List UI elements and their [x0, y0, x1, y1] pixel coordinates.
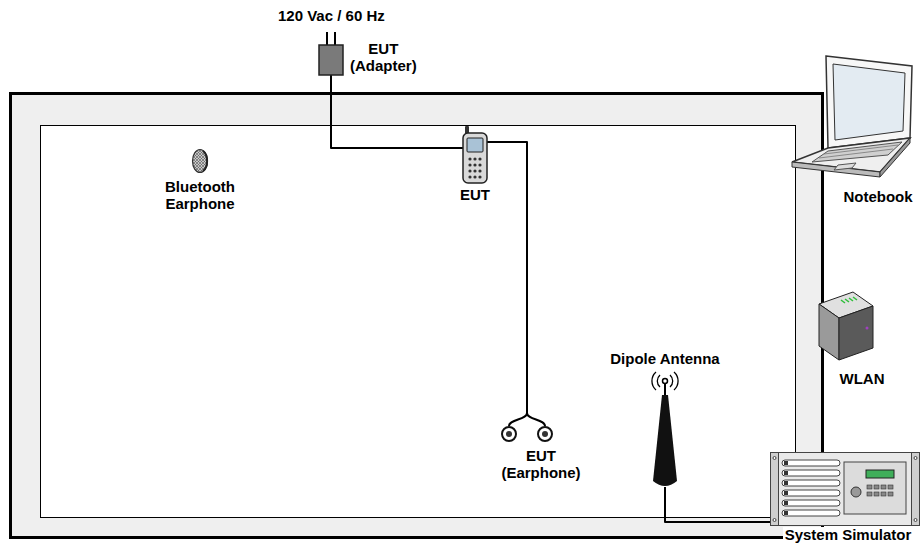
antenna-drawing: [652, 372, 678, 486]
device-label: Dipole Antenna: [610, 350, 719, 367]
device-label: System Simulator: [783, 527, 914, 542]
table-top: [41, 126, 796, 518]
system-simulator-icon: [770, 452, 920, 526]
device-node: Dipole Antenna: [610, 350, 720, 491]
dipole-antenna-icon: [650, 371, 680, 491]
notebook-icon: [788, 52, 918, 180]
phone-body: [463, 126, 487, 183]
device-label: EUT (Earphone): [501, 447, 580, 481]
device-label: EUT (Adapter): [350, 40, 417, 74]
earphone-drawing: [502, 405, 552, 441]
bluetooth-earphone-icon: [191, 148, 209, 174]
device-label: WLAN: [840, 370, 885, 387]
device-node: EUT (Adapter): [318, 32, 417, 76]
device-node: System Simulator: [770, 452, 920, 542]
notebook-drawing: [792, 56, 912, 177]
label-column: EUT (Adapter): [344, 32, 417, 74]
wlan-router-icon: [815, 288, 875, 364]
wired-earphone-icon: [497, 405, 557, 443]
rack-drawing: [771, 453, 920, 526]
device-label: Bluetooth Earphone: [165, 178, 235, 212]
device-node: EUT: [459, 126, 491, 203]
cable: [331, 75, 463, 148]
table-outer-edge: [11, 94, 823, 538]
supply-label: 120 Vac / 60 Hz: [278, 7, 385, 24]
device-node: WLAN: [815, 288, 875, 387]
adapter-icon: [318, 32, 344, 76]
device-node: EUT (Earphone): [487, 405, 567, 481]
device-node: Bluetooth Earphone: [165, 148, 235, 212]
phone-icon: [459, 126, 491, 184]
adapter-plug: [319, 32, 343, 75]
device-label: EUT: [460, 186, 490, 203]
cable: [487, 142, 527, 405]
router-drawing: [819, 292, 873, 360]
device-node: Notebook: [788, 52, 918, 205]
cable: [665, 487, 770, 522]
earpiece: [193, 150, 208, 173]
device-label: Notebook: [843, 188, 912, 205]
